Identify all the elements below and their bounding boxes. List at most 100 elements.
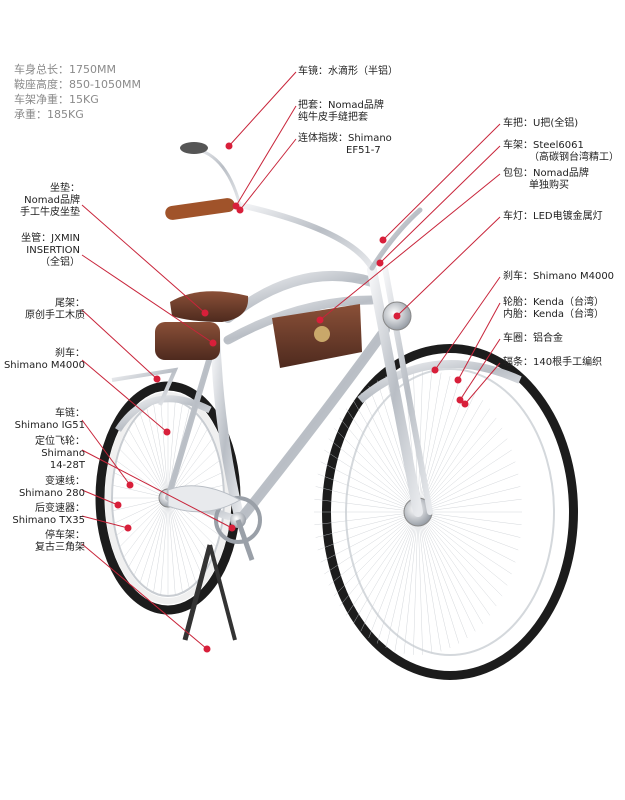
leader-line — [81, 489, 119, 506]
label-tire: 轮胎：Kenda（台湾） 内胎：Kenda（台湾） — [503, 297, 605, 320]
front-fender — [357, 360, 522, 404]
callout-dot — [236, 206, 244, 214]
spoke — [368, 511, 419, 639]
callout-dot — [163, 428, 171, 436]
label-light: 车灯：LED电镀金属灯 — [503, 211, 603, 222]
spoke — [376, 511, 419, 644]
spoke — [314, 511, 419, 526]
saddle-bag — [155, 322, 220, 360]
spoke — [315, 486, 419, 513]
callout-dot — [228, 524, 236, 532]
label-rack: 尾架： 原创手工木质 — [25, 298, 85, 321]
label-kickstand: 停车架： 复古三角架 — [35, 530, 85, 553]
spoke — [417, 511, 468, 639]
label-bag: 包包：Nomad品牌 单独购买 — [503, 168, 589, 191]
callout-leaders — [81, 71, 501, 653]
spoke — [403, 511, 419, 654]
label-mirror: 车镜：水滴形（半铝） — [298, 66, 398, 77]
callout-dot — [393, 312, 401, 320]
leader-line — [464, 362, 501, 405]
spoke — [417, 511, 497, 607]
rear-rack — [111, 367, 179, 406]
leader-line — [459, 338, 501, 401]
label-freewheel: 定位飞轮： Shimano 14-28T — [35, 436, 85, 471]
leader-line — [319, 173, 501, 321]
spoke — [167, 400, 176, 499]
label-brake-rear: 刹车： Shimano M4000 — [3, 348, 85, 371]
spoke — [167, 497, 203, 576]
spoke — [167, 497, 176, 596]
leader-line — [235, 105, 297, 207]
callout-dot — [456, 396, 464, 404]
spoke — [123, 497, 169, 558]
spoke — [360, 392, 419, 513]
spoke — [320, 511, 419, 563]
spoke — [328, 511, 419, 586]
spoke — [417, 427, 503, 513]
spoke — [328, 438, 419, 513]
spoke — [417, 511, 521, 538]
label-chain: 车链： Shimano IG51 — [14, 408, 85, 431]
leader-line — [379, 145, 501, 264]
leather-grip — [165, 198, 235, 220]
spoke — [417, 511, 519, 551]
spoke — [153, 497, 169, 593]
label-shifter: 连体指拨：Shimano EF51-7 — [298, 133, 392, 156]
leader-line — [81, 359, 168, 433]
spoke — [417, 417, 497, 513]
spoke — [417, 473, 519, 513]
spoke — [417, 511, 512, 575]
spoke — [116, 460, 169, 499]
spec-length: 车身总长：1750MM — [14, 63, 116, 76]
spoke — [417, 511, 442, 652]
spoke — [139, 497, 169, 583]
spoke — [153, 403, 169, 499]
leader-line — [228, 71, 297, 147]
label-rim: 车圈：铝合金 — [503, 333, 563, 344]
spec-frame-weight: 车架净重：15KG — [14, 93, 99, 106]
spoke — [417, 498, 522, 513]
spoke — [385, 511, 419, 649]
leader-line — [81, 543, 208, 650]
spoke — [339, 417, 419, 513]
spoke — [352, 400, 419, 513]
spoke — [339, 511, 419, 607]
spoke — [345, 408, 419, 513]
spoke — [417, 486, 521, 513]
spoke — [167, 497, 190, 589]
leader-line — [434, 276, 501, 371]
spoke — [417, 369, 423, 513]
spoke — [417, 449, 512, 513]
spoke — [139, 413, 169, 499]
spec-summary: 车身总长：1750MM 鞍座高度：850-1050MM 车架净重：15KG 承重… — [14, 62, 141, 122]
spoke — [133, 497, 169, 576]
spoke — [167, 497, 183, 593]
spoke — [417, 511, 484, 624]
spoke — [345, 511, 419, 616]
label-shift-cable: 变速线： Shimano 280 — [18, 476, 85, 499]
spoke — [113, 497, 169, 524]
spoke — [146, 407, 169, 499]
spoke — [413, 511, 419, 655]
spoke — [417, 370, 433, 513]
spoke — [167, 497, 197, 583]
callout-dot — [376, 259, 384, 267]
front-wheel — [314, 344, 578, 680]
label-saddle: 坐垫： Nomad品牌 手工牛皮坐垫 — [20, 183, 80, 218]
label-grips: 把套：Nomad品牌 纯牛皮手缝把套 — [298, 100, 384, 123]
spoke — [417, 372, 442, 513]
leader-line — [81, 204, 206, 314]
callout-dot — [431, 366, 439, 374]
spoke — [113, 472, 169, 499]
leader-line — [382, 123, 501, 241]
spoke — [160, 497, 169, 596]
spoke — [133, 420, 169, 499]
spoke — [167, 428, 208, 499]
spoke — [119, 448, 169, 499]
spec-load: 承重：185KG — [14, 108, 84, 121]
label-seatpost: 坐管：JXMIN INSERTION （全铝） — [21, 233, 80, 268]
spoke — [417, 511, 508, 586]
spoke — [417, 438, 508, 513]
